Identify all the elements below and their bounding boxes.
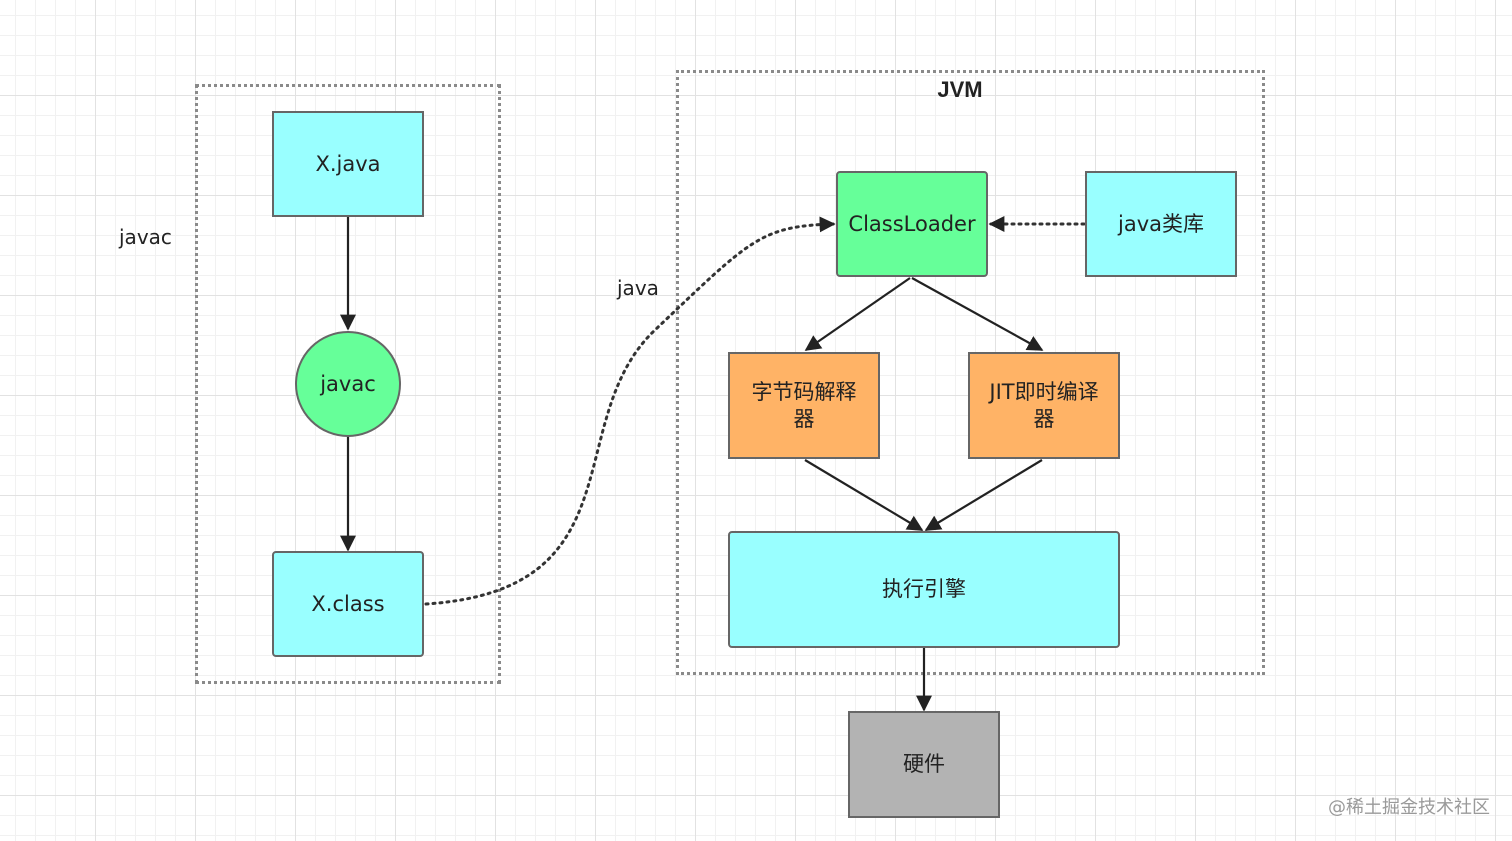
classloader-node[interactable]: ClassLoader — [836, 171, 988, 277]
jit-compiler-node[interactable]: JIT即时编译器 — [968, 352, 1120, 459]
execution-engine-label: 执行引擎 — [882, 577, 966, 602]
java-lib-label: java类库 — [1118, 211, 1204, 236]
java-edge-label: java — [617, 276, 659, 300]
jvm-group-title: JVM — [937, 77, 983, 102]
javac-node[interactable]: javac — [295, 331, 401, 437]
watermark-text: @稀土掘金技术社区 — [1328, 797, 1490, 818]
java-lib-node[interactable]: java类库 — [1085, 171, 1237, 277]
x-class-label: X.class — [311, 591, 385, 616]
execution-engine-node[interactable]: 执行引擎 — [728, 531, 1120, 648]
jit-compiler-label: JIT即时编译器 — [989, 380, 1099, 431]
classloader-label: ClassLoader — [848, 211, 976, 236]
x-class-node[interactable]: X.class — [272, 551, 424, 657]
bytecode-interpreter-node[interactable]: 字节码解释器 — [728, 352, 880, 459]
bytecode-interpreter-label: 字节码解释器 — [751, 380, 857, 431]
hardware-label: 硬件 — [903, 752, 945, 777]
x-java-node[interactable]: X.java — [272, 111, 424, 217]
javac-label: javac — [320, 371, 376, 396]
javac-side-label: javac — [119, 225, 172, 249]
hardware-node[interactable]: 硬件 — [848, 711, 1000, 818]
x-java-label: X.java — [315, 151, 381, 176]
